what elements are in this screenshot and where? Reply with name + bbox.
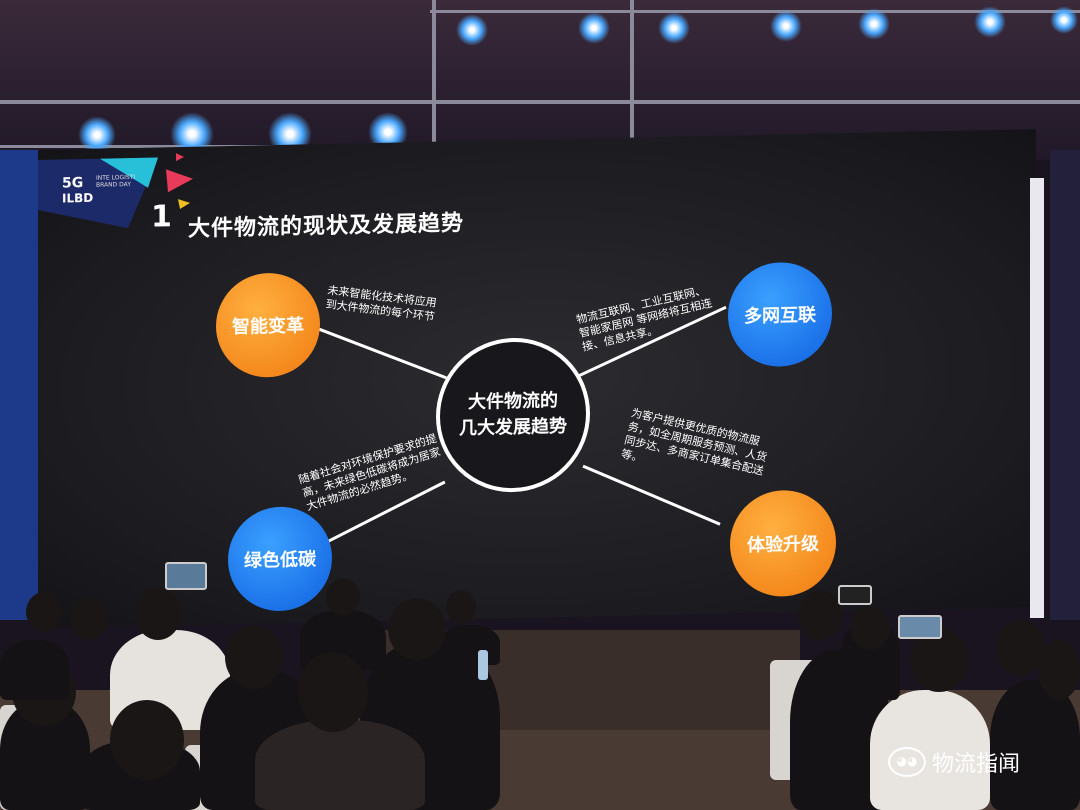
water-bottle — [478, 650, 488, 680]
wall-right — [1050, 150, 1080, 620]
center-title-line2: 几大发展趋势 — [459, 415, 567, 440]
logo-subtext: ILBD — [62, 190, 94, 206]
node-multi-network: 多网互联 — [728, 261, 832, 368]
person-head — [996, 620, 1044, 676]
logo-text: 5G — [62, 175, 84, 192]
person-head — [225, 625, 283, 689]
phone — [898, 615, 942, 639]
person-head — [298, 652, 368, 732]
node-experience-upgrade: 体验升级 — [730, 489, 836, 598]
person — [255, 720, 425, 810]
person-head — [326, 578, 360, 616]
section-number: 1 — [151, 199, 172, 235]
node-label: 智能变革 — [232, 315, 304, 338]
projection-screen: 5G ILBD INTE LOGISTI BRAND DAY 1 大件物流的现状… — [38, 129, 1036, 628]
person-head — [1038, 640, 1080, 700]
person-head — [446, 590, 476, 624]
stage-light — [974, 6, 1006, 38]
truss-vertical — [432, 0, 436, 150]
phone — [838, 585, 872, 605]
stage-light — [770, 10, 802, 42]
stage-light — [1050, 6, 1078, 34]
person-head — [110, 700, 184, 780]
person-head — [70, 598, 108, 640]
note-smart-change: 未来智能化技术将应用到大件物流的每个环节 — [324, 283, 438, 324]
connector-line — [297, 319, 447, 380]
wall-left — [0, 150, 45, 620]
watermark-text: 物流指闻 — [932, 752, 1021, 777]
person — [0, 640, 70, 700]
stage-light — [658, 12, 690, 44]
wechat-icon: ◕◕ — [888, 747, 926, 777]
node-label: 多网互联 — [744, 304, 816, 328]
stage-light — [578, 12, 610, 44]
person-head — [850, 606, 890, 650]
person-head — [798, 590, 842, 640]
node-label: 绿色低碳 — [244, 549, 316, 572]
logo-small-text: INTE LOGISTI BRAND DAY — [96, 173, 136, 189]
node-smart-change: 智能变革 — [216, 272, 320, 379]
center-circle: 大件物流的 几大发展趋势 — [436, 336, 590, 494]
logo-triangles — [38, 153, 193, 229]
watermark: ◕◕ 物流指闻 — [888, 746, 1020, 778]
node-label: 体验升级 — [747, 533, 819, 557]
person — [990, 680, 1080, 810]
slide-title: 大件物流的现状及发展趋势 — [188, 211, 465, 242]
person-head — [26, 592, 62, 632]
phone — [165, 562, 207, 590]
node-green-low-carbon: 绿色低碳 — [228, 505, 332, 613]
note-green-low-carbon: 随着社会对环境保护要求的提高，未来绿色低碳将成为居家大件物流的必然趋势。 — [297, 431, 443, 514]
truss-top-2 — [430, 10, 1080, 13]
person — [870, 690, 990, 810]
person-head — [388, 598, 446, 660]
center-title-line1: 大件物流的 — [468, 390, 558, 413]
stage-light — [858, 8, 890, 40]
screen-edge — [1030, 178, 1044, 618]
note-experience-upgrade: 为客户提供更优质的物流服务，如全周期服务预测、人货同步达、多商家订单集合配送等。 — [619, 406, 769, 478]
stage-light — [456, 14, 488, 46]
truss-vertical-2 — [630, 0, 634, 150]
person-head — [135, 588, 181, 640]
truss-top — [0, 100, 1080, 104]
